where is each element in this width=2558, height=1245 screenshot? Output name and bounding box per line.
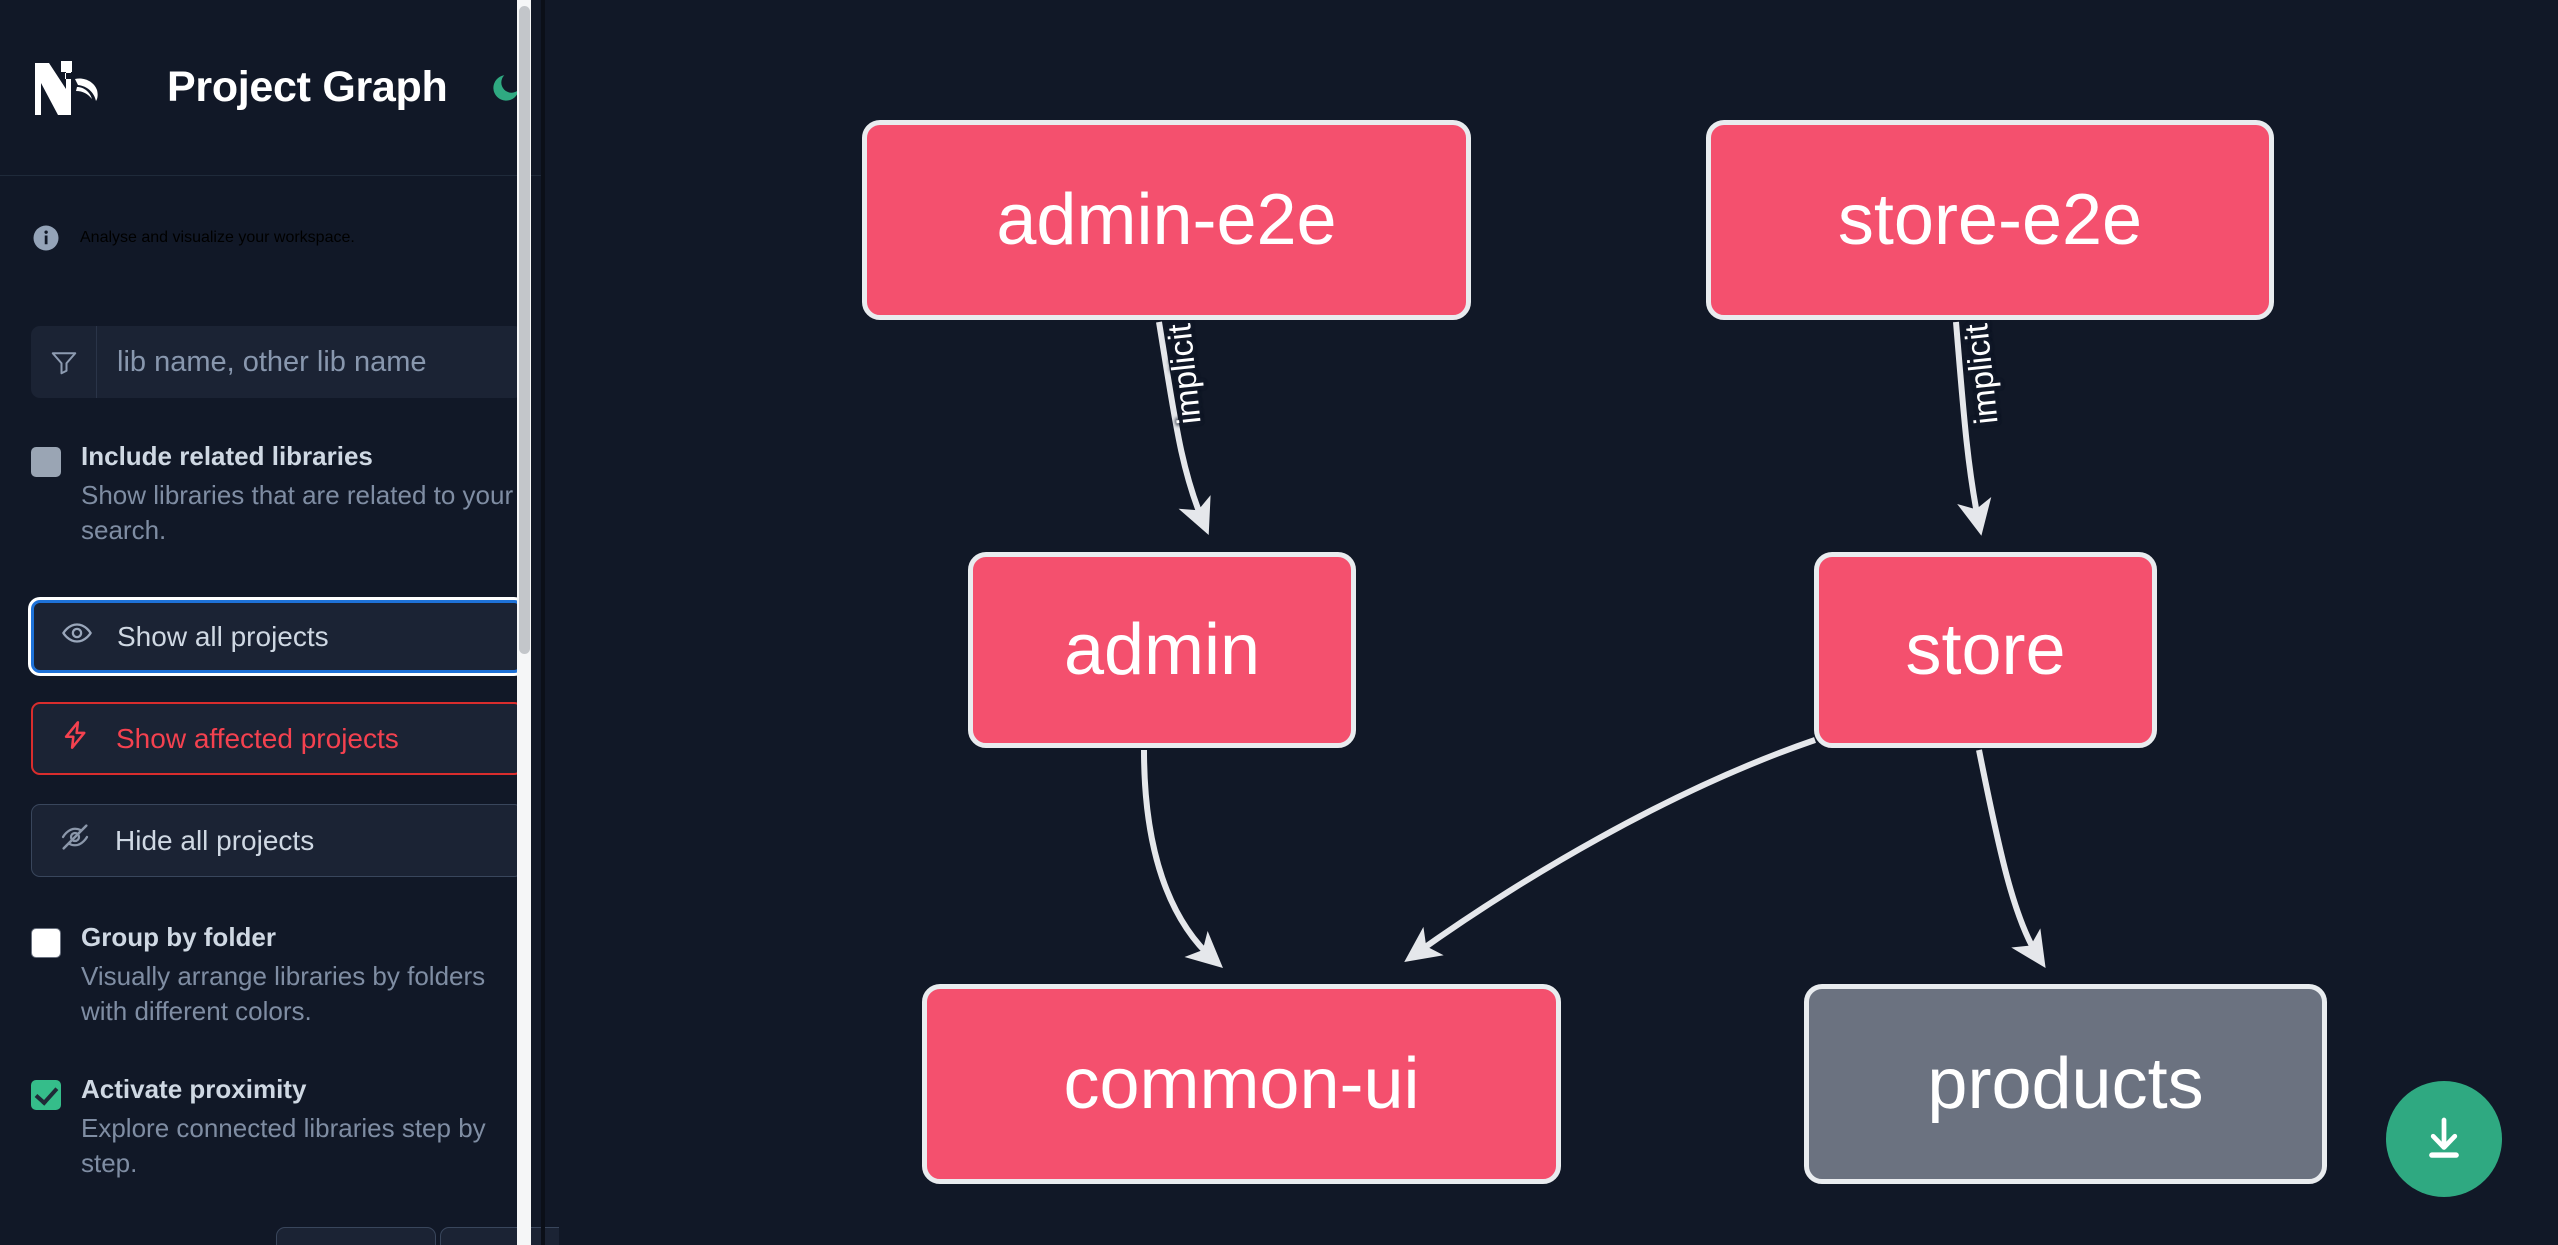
hide-all-projects-label: Hide all projects <box>115 824 315 856</box>
download-icon <box>2417 1111 2471 1168</box>
show-all-projects-label: Show all projects <box>117 620 329 652</box>
edge-label-implicit-store: implicit <box>1957 321 2005 427</box>
nx-logo-icon <box>31 57 119 119</box>
option-label: Group by folder <box>81 922 276 953</box>
show-all-projects-button[interactable]: Show all projects <box>31 600 523 674</box>
sidebar-tagline: Analyse and visualize your workspace. <box>0 176 545 253</box>
sidebar-tagline-text: Analyse and visualize your workspace. <box>80 229 355 246</box>
lightning-icon <box>60 719 92 758</box>
checkbox-group-by-folder[interactable] <box>31 928 61 959</box>
sidebar: Project Graph Analyse and visualize your… <box>0 0 559 1245</box>
graph-node-products[interactable]: products <box>1804 984 2327 1184</box>
graph-node-store-e2e[interactable]: store-e2e <box>1706 120 2274 320</box>
option-include-related-libraries[interactable]: Include related libraries Show libraries… <box>31 441 523 548</box>
checkbox-include-related-libraries[interactable] <box>31 447 61 477</box>
edge-admin-common-ui <box>1141 749 1223 968</box>
graph-node-admin-e2e[interactable]: admin-e2e <box>862 120 1471 320</box>
funnel-icon <box>31 326 97 398</box>
option-label: Include related libraries <box>81 441 373 471</box>
proximity-step-decrease[interactable] <box>276 1227 436 1245</box>
show-affected-projects-label: Show affected projects <box>116 722 399 754</box>
option-description: Visually arrange libraries by folders wi… <box>81 960 486 1027</box>
edge-label-implicit-admin: implicit <box>1160 321 1208 427</box>
show-affected-projects-button[interactable]: Show affected projects <box>31 702 523 776</box>
hide-all-projects-button[interactable]: Hide all projects <box>31 804 523 878</box>
moon-icon[interactable] <box>487 69 525 107</box>
search-input[interactable] <box>97 326 523 398</box>
option-label: Activate proximity <box>81 1074 307 1105</box>
checkbox-activate-proximity[interactable] <box>31 1080 61 1111</box>
graph-node-store[interactable]: store <box>1814 552 2157 748</box>
filter-search-row <box>31 326 523 398</box>
info-circle-icon <box>31 223 61 253</box>
option-group-by-folder[interactable]: Group by folder Visually arrange librari… <box>31 922 523 1029</box>
sidebar-header: Project Graph <box>0 0 545 176</box>
edge-store-common-ui <box>1404 737 1816 962</box>
option-description: Show libraries that are related to your … <box>81 479 514 545</box>
graph-node-admin[interactable]: admin <box>968 552 1356 748</box>
option-activate-proximity[interactable]: Activate proximity Explore connected lib… <box>31 1074 523 1181</box>
page-title: Project Graph <box>167 63 448 111</box>
project-visibility-buttons: Show all projects Show affected projects <box>31 600 523 878</box>
sidebar-divider <box>541 0 545 1245</box>
option-description: Explore connected libraries step by step… <box>81 1113 486 1179</box>
eye-slash-icon <box>59 821 91 860</box>
sidebar-scrollbar-thumb[interactable] <box>519 6 530 654</box>
edge-store-products <box>1976 749 2046 969</box>
download-button[interactable] <box>2386 1081 2502 1197</box>
sidebar-scrollbar[interactable] <box>517 0 531 1245</box>
graph-node-common-ui[interactable]: common-ui <box>922 984 1561 1184</box>
graph-canvas[interactable]: implicit implicit admin-e2e store-e2e ad… <box>559 0 2558 1245</box>
eye-icon <box>61 617 93 656</box>
